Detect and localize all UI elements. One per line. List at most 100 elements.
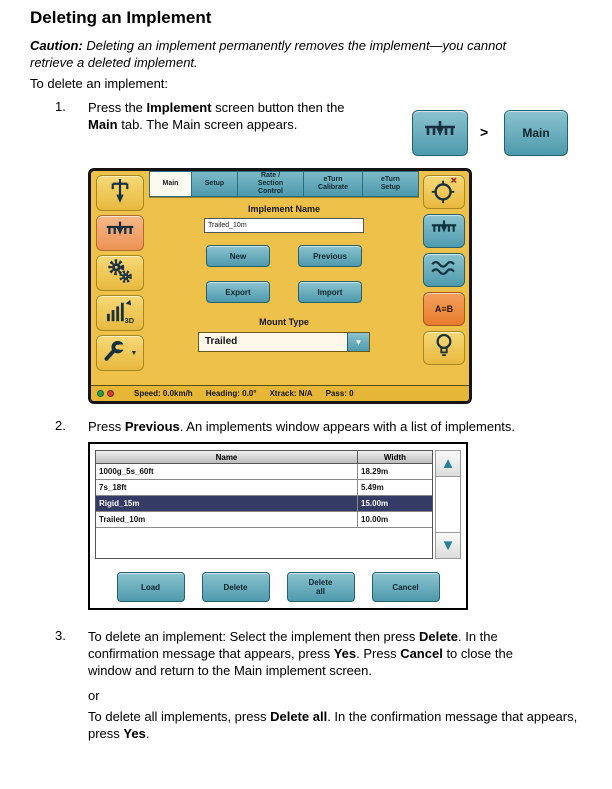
- implement-row-width: 18.29m: [361, 467, 389, 476]
- step-2-seg-1: Press: [88, 419, 125, 434]
- status-dot-green: [97, 390, 104, 397]
- ab-line-icon: A≡B: [434, 304, 454, 314]
- new-button[interactable]: New: [206, 245, 270, 267]
- status-xtrack: Xtrack: N/A: [269, 389, 313, 398]
- step-1-seg-2: screen button then the: [211, 100, 345, 115]
- import-button[interactable]: Import: [298, 281, 362, 303]
- implement-master-button[interactable]: [423, 214, 465, 248]
- step-3-seg-2: . In the confirmation message that appea…: [88, 629, 498, 661]
- implements-table-row[interactable]: Trailed_10m 10.00m: [96, 512, 432, 528]
- console-tab-eturn-calibrate[interactable]: eTurn Calibrate: [303, 171, 362, 197]
- gps-info-button[interactable]: 3D: [96, 295, 144, 331]
- light-button[interactable]: [423, 331, 465, 365]
- column-header-width: Width: [383, 452, 407, 462]
- implement-icon: [423, 118, 457, 149]
- gears-icon: [106, 257, 134, 290]
- ref-yes-button: Yes: [123, 726, 146, 741]
- step-3-seg-4: to close the window and return to the Ma…: [88, 646, 513, 678]
- liquid-rate-button[interactable]: [423, 253, 465, 287]
- status-speed: Speed: 0.0km/h: [134, 389, 193, 398]
- implement-screen-button[interactable]: [412, 110, 468, 156]
- vehicle-button[interactable]: [96, 175, 144, 211]
- status-indicators: [97, 390, 114, 397]
- step-3b-seg-2: . In the confirmation message that appea…: [88, 709, 578, 741]
- svg-text:3D: 3D: [125, 316, 135, 324]
- implements-table-header: Name Width: [96, 451, 432, 464]
- step-1-text: Press the Implement screen button then t…: [88, 99, 358, 133]
- implement-icon: [430, 218, 458, 244]
- caution-text: Deleting an implement permanently remove…: [30, 38, 507, 70]
- steering-dial-icon: [430, 176, 458, 209]
- ab-line-button[interactable]: A≡B: [423, 292, 465, 326]
- down-arrow-icon: ▼: [440, 537, 456, 554]
- ref-yes-button: Yes: [333, 646, 357, 661]
- step-3-text-2: To delete all implements, press Delete a…: [88, 708, 578, 742]
- intro-text: To delete an implement:: [30, 76, 169, 91]
- tools-button[interactable]: ▼: [96, 335, 144, 371]
- implements-table-row[interactable]: 7s_18ft 5.49m: [96, 480, 432, 496]
- delete-all-button[interactable]: Delete all: [286, 572, 355, 602]
- step-1-seg-3: tab. The Main screen appears.: [117, 117, 298, 132]
- implements-table: Name Width 1000g_5s_60ft 18.29m 7s_18ft …: [95, 450, 433, 559]
- status-dot-red: [107, 390, 114, 397]
- vehicle-icon: [110, 177, 130, 210]
- dropdown-arrow-icon[interactable]: ▼: [347, 333, 369, 351]
- console-tab-rate-section-control[interactable]: Rate / Section Control: [237, 171, 303, 197]
- main-tab-button[interactable]: Main: [504, 110, 568, 156]
- ref-implement-button: Implement: [146, 100, 212, 115]
- implement-nav-button[interactable]: [96, 215, 144, 251]
- step-2-seg-2: . An implements window appears with a li…: [179, 419, 516, 434]
- implement-row-width: 10.00m: [361, 515, 389, 524]
- implement-row-name: Trailed_10m: [96, 512, 358, 527]
- step-3-text-1: To delete an implement: Select the imple…: [88, 628, 558, 679]
- configuration-button[interactable]: [96, 255, 144, 291]
- delete-button[interactable]: Delete: [201, 572, 270, 602]
- step-3-number: 3.: [55, 628, 66, 643]
- main-tab-label: Main: [522, 126, 550, 140]
- autosteer-button[interactable]: [423, 175, 465, 209]
- mount-type-label: Mount Type: [259, 317, 309, 327]
- implement-row-width: 5.49m: [361, 483, 384, 492]
- caution-label: Caution:: [30, 38, 83, 53]
- implements-table-row[interactable]: 1000g_5s_60ft 18.29m: [96, 464, 432, 480]
- mount-type-dropdown[interactable]: Trailed ▼: [198, 332, 370, 352]
- implement-name-input[interactable]: Trailed_10m: [204, 218, 364, 233]
- main-screen-content: Implement Name Trailed_10m New Previous …: [149, 197, 419, 385]
- console-tab-setup[interactable]: Setup: [191, 171, 237, 197]
- ref-previous-button: Previous: [124, 419, 180, 434]
- implement-row-name: Rigid_15m: [96, 496, 358, 511]
- implements-window: Name Width 1000g_5s_60ft 18.29m 7s_18ft …: [90, 444, 466, 608]
- up-arrow-icon: ▲: [440, 455, 456, 472]
- implement-row-name: 1000g_5s_60ft: [96, 464, 358, 479]
- export-button[interactable]: Export: [206, 281, 270, 303]
- console-left-nav: 3D ▼: [91, 171, 149, 385]
- console-tab-eturn-setup[interactable]: eTurn Setup: [362, 171, 419, 197]
- dropdown-arrow-icon: ▼: [130, 349, 138, 357]
- status-pass: Pass: 0: [325, 389, 354, 398]
- console-screen: 3D ▼: [91, 171, 469, 401]
- implements-window-buttons: Load Delete Delete all Cancel: [95, 572, 461, 602]
- step-3b-seg-3: .: [145, 726, 150, 741]
- console-tab-bar: Main Setup Rate / Section Control eTurn …: [149, 171, 419, 197]
- scroll-down-button[interactable]: ▼: [436, 532, 460, 558]
- console-status-bar: Speed: 0.0km/h Heading: 0.0° Xtrack: N/A…: [91, 385, 469, 401]
- status-heading: Heading: 0.0°: [205, 389, 257, 398]
- step-1-seg-1: Press the: [88, 100, 147, 115]
- ref-cancel-button: Cancel: [400, 646, 443, 661]
- implement-row-width: 15.00m: [361, 499, 389, 508]
- scroll-up-button[interactable]: ▲: [436, 451, 460, 477]
- previous-button[interactable]: Previous: [298, 245, 362, 267]
- bar-chart-3d-icon: 3D: [105, 298, 135, 329]
- console-tab-main[interactable]: Main: [149, 171, 191, 197]
- load-button[interactable]: Load: [116, 572, 185, 602]
- or-text: or: [88, 688, 100, 703]
- mount-type-value: Trailed: [205, 336, 238, 347]
- implements-table-row[interactable]: Rigid_15m 15.00m: [96, 496, 432, 512]
- scrollbar: ▲ ▼: [435, 450, 461, 559]
- implement-row-name: 7s_18ft: [96, 480, 358, 495]
- wrench-icon: [103, 340, 129, 367]
- cancel-button[interactable]: Cancel: [371, 572, 440, 602]
- ref-main-tab: Main: [88, 117, 118, 132]
- step-1-number: 1.: [55, 99, 66, 114]
- ref-delete-button: Delete: [418, 629, 458, 644]
